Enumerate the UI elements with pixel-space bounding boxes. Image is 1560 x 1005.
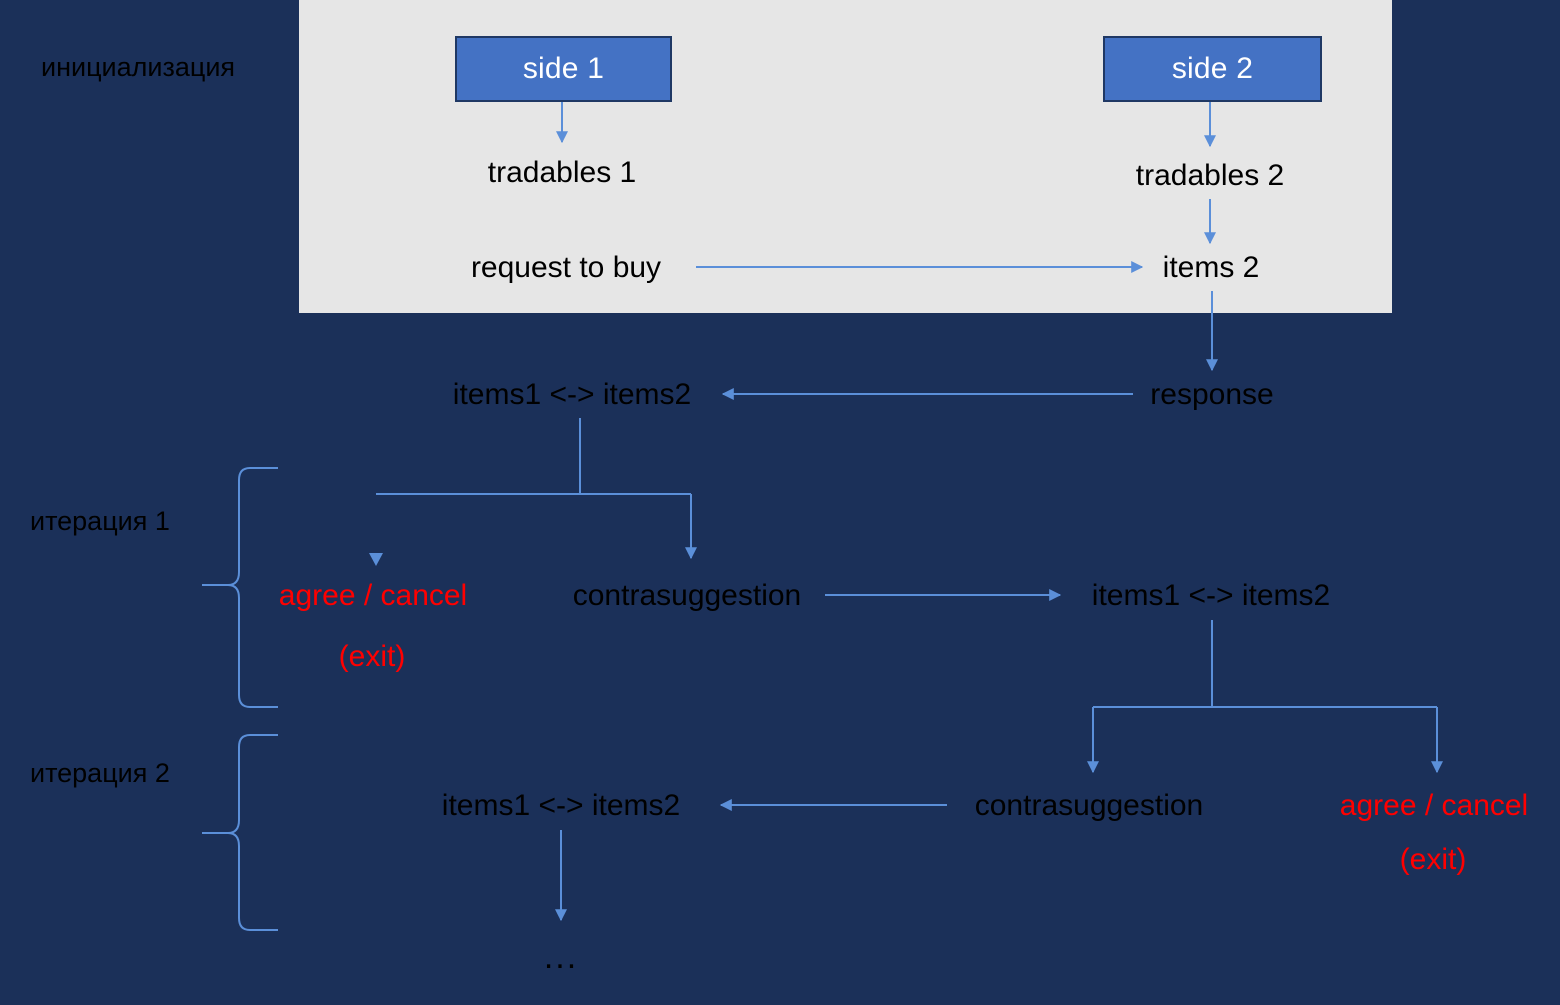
label-contrasuggestion-1: contrasuggestion (572, 579, 802, 612)
node-side-1-label: side 1 (522, 52, 605, 85)
label-tradables-2: tradables 2 (1135, 159, 1285, 192)
brace-iteration-1 (202, 467, 278, 708)
label-exit-2: (exit) (1399, 843, 1467, 876)
label-contrasuggestion-2: contrasuggestion (974, 789, 1204, 822)
label-response: response (1150, 378, 1274, 411)
node-side-1[interactable]: side 1 (455, 36, 672, 102)
label-agree-cancel-1: agree / cancel (278, 579, 468, 612)
label-tradables-1: tradables 1 (487, 156, 637, 189)
label-exit-1: (exit) (338, 640, 406, 673)
label-exchange-2: items1 <-> items2 (1091, 579, 1331, 612)
node-side-2-label: side 2 (1171, 52, 1254, 85)
stage-label-initialization: инициализация (41, 52, 236, 82)
arrowhead-to-agree-cancel-1 (369, 553, 383, 566)
label-exchange-3: items1 <-> items2 (441, 789, 681, 822)
label-items-2: items 2 (1162, 251, 1260, 284)
node-side-2[interactable]: side 2 (1103, 36, 1322, 102)
stage-label-iteration-1: итерация 1 (30, 506, 170, 536)
label-agree-cancel-2: agree / cancel (1339, 789, 1529, 822)
label-continuation: ... (543, 938, 579, 976)
brace-iteration-2 (202, 734, 278, 931)
stage-label-iteration-2: итерация 2 (30, 758, 170, 788)
label-request-to-buy: request to buy (470, 251, 662, 284)
label-exchange-1: items1 <-> items2 (452, 378, 692, 411)
